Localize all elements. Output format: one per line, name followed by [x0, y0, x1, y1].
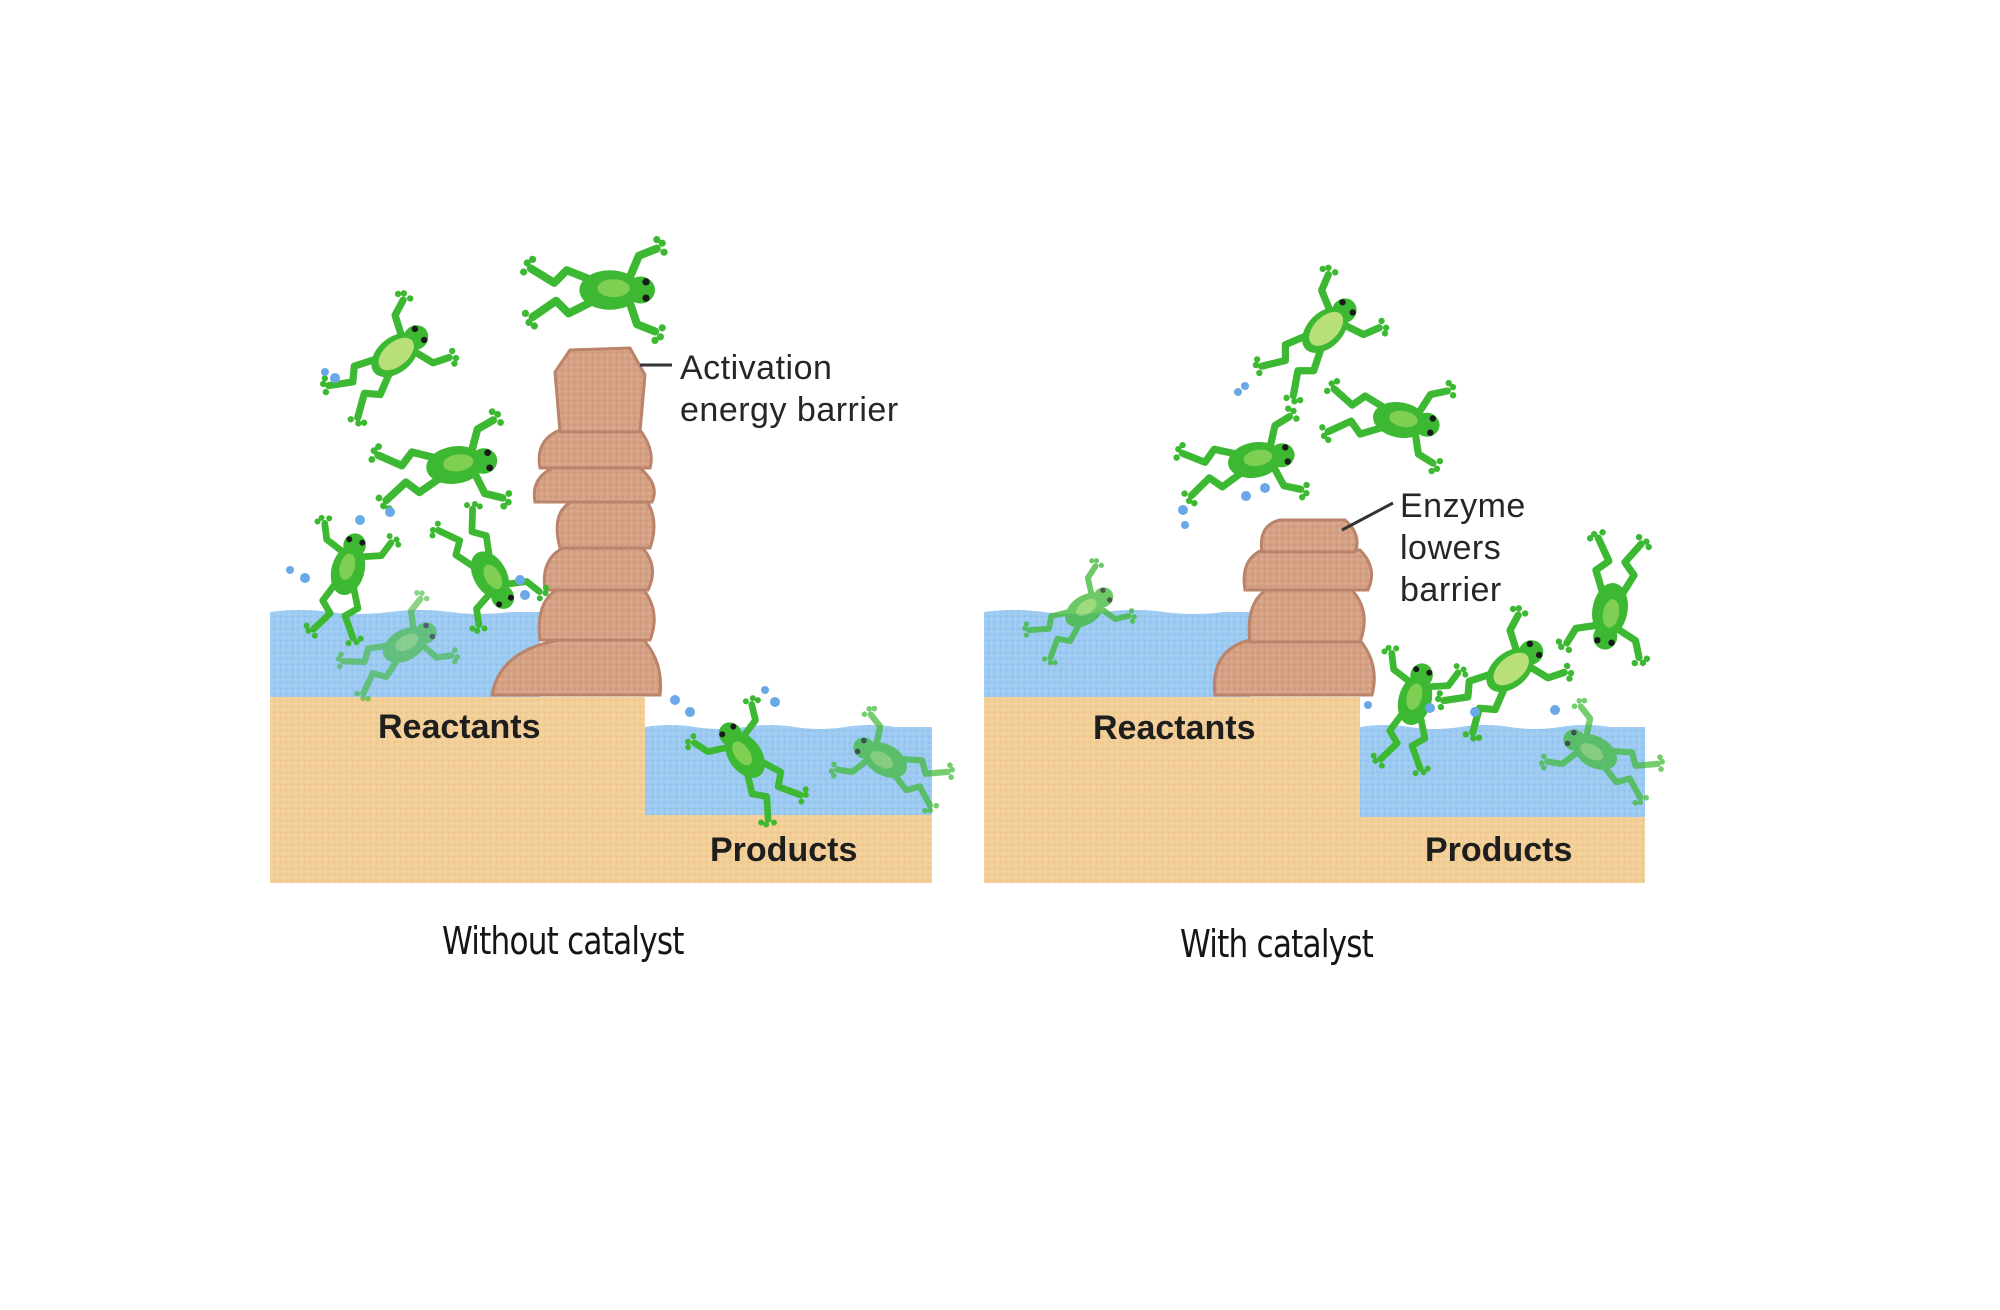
splash-bubbles [286, 368, 780, 717]
activation-label-line-2: energy barrier [680, 391, 899, 429]
enzyme-label-line-2: lowers [1400, 529, 1502, 567]
activation-energy-barrier-label: Activation energy barrier [680, 347, 899, 431]
frog-icon [1554, 523, 1671, 669]
enzyme-label-line-3: barrier [1400, 571, 1502, 609]
products-label-right: Products [1425, 831, 1573, 869]
reactants-label-left: Reactants [378, 708, 541, 746]
activation-label-line-1: Activation [680, 349, 833, 387]
reactants-label-right: Reactants [1093, 709, 1256, 747]
frog-icon [303, 285, 465, 443]
lowered-barrier-rocks [1212, 518, 1376, 697]
reactants-ground [270, 697, 932, 883]
activation-barrier-rocks [490, 346, 663, 697]
enzyme-lowers-barrier-label: Enzyme lowers barrier [1400, 485, 1526, 611]
panel-without-catalyst [270, 236, 967, 883]
caption-with-catalyst: With catalyst [1180, 922, 1374, 966]
caption-without-catalyst: Without catalyst [442, 919, 684, 963]
panel-with-catalyst [984, 260, 1677, 883]
splash-bubbles [1178, 382, 1560, 717]
products-label-left: Products [710, 831, 858, 869]
frog-icon [1168, 404, 1314, 521]
enzyme-label-line-1: Enzyme [1400, 487, 1526, 525]
reactants-water [984, 610, 1250, 697]
reactants-ground [984, 697, 1645, 883]
frog-icon [520, 236, 668, 344]
frog-icon [1313, 359, 1459, 476]
enzyme-leader-line [1341, 501, 1394, 532]
